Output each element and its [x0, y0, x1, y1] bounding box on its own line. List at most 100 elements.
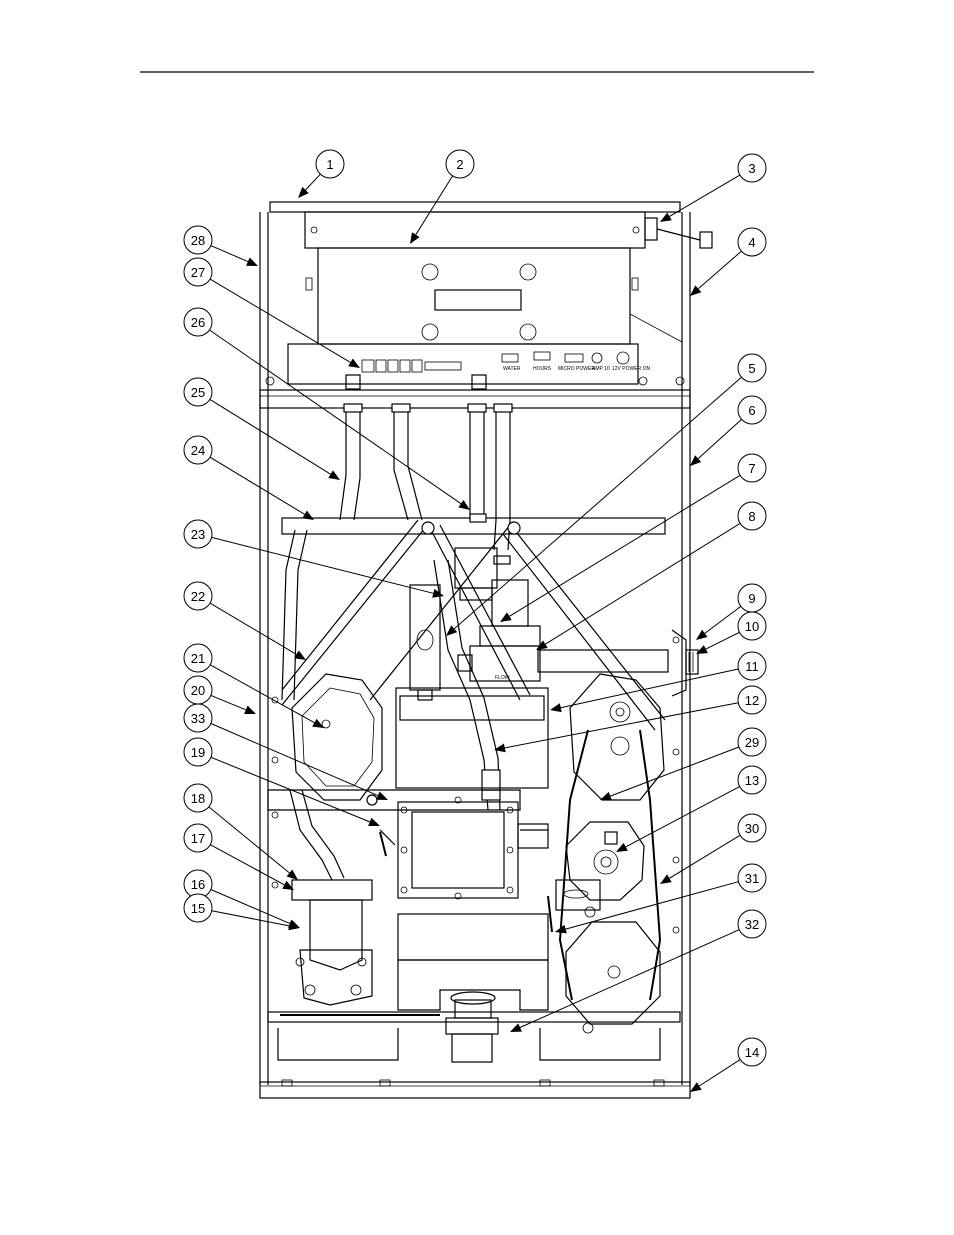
callout-leader-line [209, 664, 315, 724]
callout-leader-line [211, 910, 290, 927]
callout-bubble [737, 685, 767, 715]
callout-leader-line [211, 536, 434, 594]
callout-26: 26 [183, 307, 470, 510]
callout-arrowhead [494, 743, 506, 753]
filter-assembly [291, 879, 373, 1006]
callout-bubble [183, 377, 213, 407]
callout-bubble [183, 783, 213, 813]
callout-bubble [183, 893, 213, 923]
callout-bubble [183, 257, 213, 287]
callout-leader-line [305, 173, 321, 191]
callout-arrowhead [446, 625, 458, 636]
callout-bubble [737, 909, 767, 939]
callout-1: 1 [298, 149, 345, 198]
callout-number: 9 [748, 591, 755, 606]
callout-number: 1 [326, 157, 333, 172]
callout-arrowhead [550, 703, 562, 713]
callout-7: 7 [500, 453, 767, 622]
callout-number: 30 [745, 821, 759, 836]
callout-number: 29 [745, 735, 759, 750]
callout-32: 32 [510, 909, 767, 1032]
callout-number: 22 [191, 589, 205, 604]
electrical-box [304, 211, 713, 345]
callout-leader-line [415, 175, 454, 235]
callout-number: 24 [191, 443, 205, 458]
callout-number: 3 [748, 161, 755, 176]
callout-leader-line [209, 329, 462, 505]
callout-arrowhead [410, 232, 420, 244]
flow-label: FLOW [495, 675, 510, 681]
callout-arrowhead [368, 817, 380, 826]
callout-33: 33 [183, 703, 388, 800]
callout-17: 17 [183, 823, 294, 890]
callout-leader-line [704, 606, 742, 634]
callout-leader-line [210, 889, 291, 925]
callout-leader-line [210, 756, 370, 823]
strainer-assembly: FLOW [409, 547, 699, 701]
callout-bubble [183, 703, 213, 733]
callout-number: 33 [191, 711, 205, 726]
callout-number: 31 [745, 871, 759, 886]
panel-label-power-on: 12V POWER ON [612, 366, 650, 372]
lower-section [267, 913, 681, 1087]
callout-arrowhead [536, 640, 548, 650]
callout-number: 15 [191, 901, 205, 916]
control-panel: WATER HOURS MICRO POWER AMP 10 12V POWER… [265, 343, 685, 390]
callout-number: 4 [748, 235, 755, 250]
callout-arrowhead [696, 629, 708, 640]
callout-arrowhead [690, 285, 702, 296]
callout-bubble [183, 307, 213, 337]
callout-leader-line [610, 746, 740, 797]
callout-19: 19 [183, 737, 380, 826]
callout-bubble [737, 353, 767, 383]
callout-bubble [315, 149, 345, 179]
callout-arrowhead [500, 612, 512, 622]
callout-number: 12 [745, 693, 759, 708]
callout-number: 14 [745, 1045, 759, 1060]
callout-leader-line [210, 723, 379, 797]
callout-bubble [737, 651, 767, 681]
callout-8: 8 [536, 501, 767, 650]
callout-bubble [737, 611, 767, 641]
callout-arrowhead [244, 705, 256, 714]
central-pump [379, 687, 553, 933]
callout-leader-line [210, 694, 246, 711]
callout-bubble [445, 149, 475, 179]
panel-label-hours: HOURS [533, 366, 552, 372]
callout-arrowhead [555, 924, 567, 934]
callout-bubble [737, 453, 767, 483]
callout-arrowhead [696, 645, 708, 654]
callout-number: 17 [191, 831, 205, 846]
callout-number: 5 [748, 361, 755, 376]
callout-leader-line [669, 174, 741, 217]
callout-leader-line [705, 631, 740, 650]
callout-arrowhead [328, 470, 340, 480]
callout-arrowhead [690, 1082, 702, 1092]
callout-arrowhead [294, 650, 306, 660]
callout-number: 28 [191, 233, 205, 248]
callout-bubble [183, 225, 213, 255]
callout-bubble [737, 863, 767, 893]
callout-21: 21 [183, 643, 324, 728]
callout-arrowhead [660, 874, 672, 884]
callout-number: 2 [456, 157, 463, 172]
callout-14: 14 [690, 1037, 767, 1092]
callout-bubble [737, 765, 767, 795]
callout-number: 16 [191, 877, 205, 892]
callout-bubble [737, 227, 767, 257]
callout-arrowhead [302, 510, 314, 520]
callout-leader-line [209, 602, 297, 655]
panel-label-micro-power: MICRO POWER [558, 366, 595, 372]
callout-leader-line [209, 456, 305, 515]
callout-6: 6 [690, 395, 767, 466]
callout-bubble [737, 153, 767, 183]
callout-bubble [737, 501, 767, 531]
pump-left [267, 673, 521, 811]
callout-arrowhead [690, 455, 702, 466]
callout-10: 10 [696, 611, 767, 654]
callout-number: 25 [191, 385, 205, 400]
callout-leader-line [519, 929, 740, 1028]
callout-arrowhead [348, 358, 360, 368]
